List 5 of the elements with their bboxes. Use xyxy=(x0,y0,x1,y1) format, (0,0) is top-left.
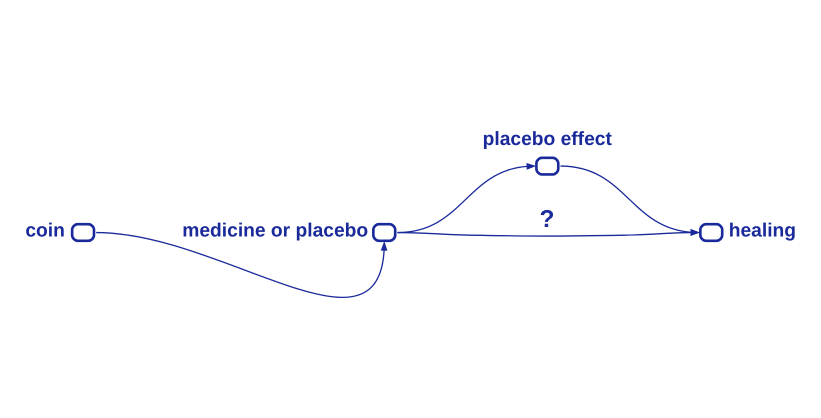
edge-label: ? xyxy=(539,205,554,232)
node-label: medicine or placebo xyxy=(182,220,368,242)
node-label: placebo effect xyxy=(482,128,612,150)
node-label: coin xyxy=(25,220,65,242)
node-label: healing xyxy=(728,220,796,242)
